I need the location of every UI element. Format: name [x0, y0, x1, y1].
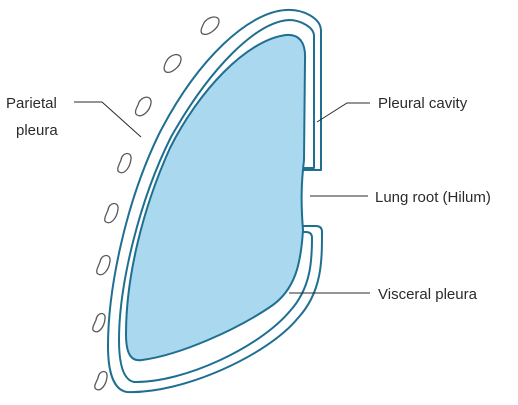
- parietal-pleura-label-line2: pleura: [16, 122, 58, 139]
- rib-6: [97, 255, 110, 274]
- pleural-cavity-leader: [317, 103, 370, 122]
- parietal-pleura-label-line1: Parietal: [6, 95, 57, 112]
- pleural-cavity-label: Pleural cavity: [378, 95, 468, 112]
- rib-5: [105, 203, 118, 222]
- parietal-pleura-leader: [74, 102, 141, 137]
- rib-1: [201, 17, 219, 34]
- rib-2: [164, 55, 181, 73]
- rib-7: [93, 313, 105, 331]
- rib-8: [95, 371, 107, 389]
- lung-root-label: Lung root (Hilum): [375, 189, 491, 206]
- rib-4: [118, 153, 131, 172]
- lung: [126, 35, 305, 360]
- rib-3: [135, 97, 151, 116]
- visceral-pleura-label: Visceral pleura: [378, 286, 478, 303]
